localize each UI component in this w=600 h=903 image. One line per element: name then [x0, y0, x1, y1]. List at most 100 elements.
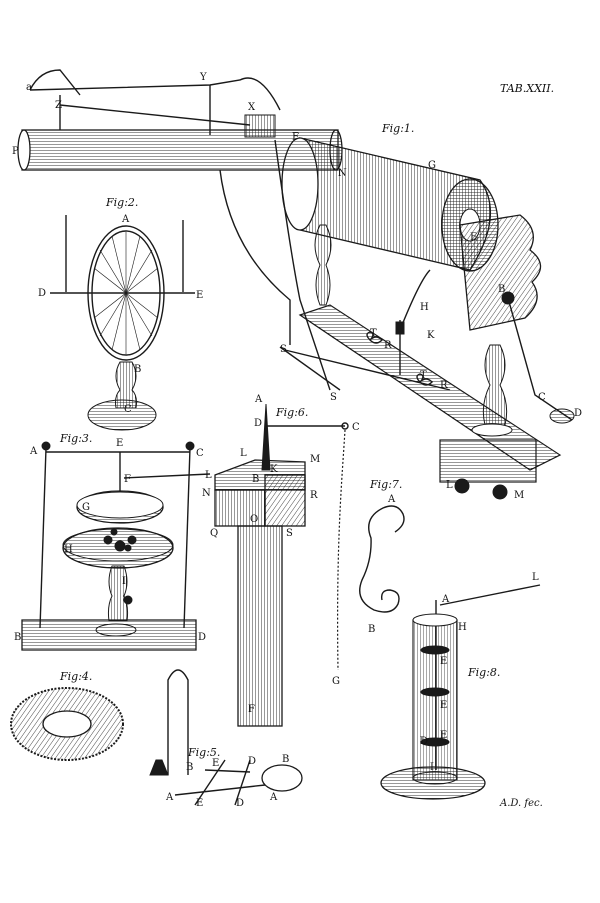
figure-5-tube-and-rods: Fig:5. B E D B A E D A [149, 669, 303, 809]
svg-text:H: H [64, 544, 73, 555]
svg-text:B: B [134, 364, 141, 375]
svg-text:D: D [198, 632, 206, 643]
svg-text:A: A [269, 792, 278, 803]
svg-text:G: G [82, 502, 90, 513]
svg-text:B: B [368, 624, 375, 635]
svg-text:H: H [420, 302, 429, 313]
cylinder-pillar [314, 224, 332, 306]
end-pedestal [482, 344, 508, 426]
svg-text:L: L [532, 572, 539, 583]
figure-5-labels: B E D B A E D A [165, 754, 289, 809]
svg-text:E: E [440, 700, 447, 711]
svg-text:E: E [196, 798, 203, 809]
figure-1-caption: Fig:1. [381, 122, 414, 135]
svg-text:Q: Q [210, 528, 218, 539]
figure-7-spiral: Fig:7. A B [359, 478, 405, 635]
figure-8-caption: Fig:8. [467, 666, 500, 679]
svg-text:C: C [352, 422, 360, 433]
pillar-column [237, 525, 283, 727]
svg-text:T: T [370, 328, 377, 339]
figure-7-labels: A B [368, 494, 396, 635]
figure-3-plates-frame: Fig:3. A E C F L G H I B D [14, 432, 212, 651]
svg-text:C: C [124, 404, 132, 415]
svg-text:L: L [240, 448, 247, 459]
svg-text:X: X [248, 102, 256, 113]
svg-text:O: O [250, 514, 258, 525]
svg-text:Y: Y [199, 72, 207, 83]
svg-text:A: A [254, 394, 263, 405]
figure-2-caption: Fig:2. [105, 196, 138, 209]
svg-text:I: I [430, 762, 434, 773]
figure-2-labels: A D E B C [38, 214, 203, 415]
svg-text:L: L [446, 480, 453, 491]
svg-text:D: D [248, 756, 256, 767]
svg-text:F: F [124, 474, 131, 485]
spiral-conductor [359, 505, 405, 613]
svg-text:N: N [338, 168, 347, 179]
figure-1-electrical-machine: Fig:1. [12, 69, 582, 501]
svg-text:A: A [165, 792, 174, 803]
bent-tube [167, 669, 189, 775]
figure-4-ring: Fig:4. [10, 670, 124, 761]
hanging-chain [337, 429, 346, 671]
curved-arm-right [274, 139, 331, 391]
base-wheel-l [454, 478, 470, 494]
svg-text:F: F [248, 704, 255, 715]
curved-arm-left [219, 169, 291, 345]
svg-text:E: E [440, 656, 447, 667]
svg-text:B: B [498, 284, 505, 295]
svg-text:E: E [470, 232, 477, 243]
svg-text:C: C [196, 448, 204, 459]
svg-text:D: D [574, 408, 582, 419]
ring-hole [42, 710, 92, 738]
svg-text:A: A [29, 446, 38, 457]
figure-7-caption: Fig:7. [369, 478, 402, 491]
svg-text:A: A [441, 594, 450, 605]
svg-text:N: N [202, 488, 211, 499]
base-wheel-m [492, 484, 508, 500]
svg-text:G: G [332, 676, 340, 687]
svg-text:K: K [427, 330, 435, 341]
svg-text:K: K [270, 464, 278, 475]
svg-text:S: S [330, 392, 337, 403]
svg-text:D: D [38, 288, 46, 299]
end-frame [459, 214, 542, 331]
machine-base-block [439, 439, 537, 483]
figure-6-labels: A D C L K M N R B Q O S F G [202, 394, 360, 715]
svg-text:I: I [122, 576, 126, 587]
svg-text:C: C [538, 392, 546, 403]
svg-text:A: A [387, 494, 396, 505]
figure-3-caption: Fig:3. [59, 432, 92, 445]
svg-text:a: a [26, 82, 32, 93]
svg-text:D: D [420, 736, 428, 747]
svg-text:E: E [196, 290, 203, 301]
svg-text:B: B [252, 474, 259, 485]
svg-text:P: P [12, 146, 19, 157]
svg-text:F: F [292, 132, 299, 143]
figure-8-cylinder-vessel: Fig:8. L A H E E E D I [380, 572, 541, 800]
svg-text:T: T [420, 370, 427, 381]
svg-text:R: R [384, 340, 392, 351]
figure-6-caption: Fig:6. [275, 406, 308, 419]
svg-text:S: S [280, 344, 287, 355]
svg-text:L: L [205, 470, 212, 481]
svg-text:D: D [254, 418, 262, 429]
figure-8-labels: L A H E E E D I [420, 572, 539, 773]
glass-cylinder-vessel [412, 619, 458, 781]
figure-1-labels: a Y Z X P F G N E H K B S S T R T R C D … [12, 72, 582, 501]
engraver-signature: A.D. fec. [499, 798, 543, 809]
figure-2-oval-wheel: Fig:2. A D E B C [38, 196, 203, 431]
svg-text:R: R [310, 490, 318, 501]
svg-text:R: R [440, 380, 448, 391]
plate-title: TAB.XXII. [500, 82, 554, 95]
figure-3-labels: A E C F L G H I B D [14, 438, 212, 643]
prime-conductor [21, 129, 339, 171]
svg-text:B: B [282, 754, 289, 765]
figure-6-pillar: Fig:6. A D C L K M N R B Q O S F G [202, 394, 360, 727]
svg-text:S: S [286, 528, 293, 539]
figure-5-caption: Fig:5. [187, 746, 220, 759]
svg-text:B: B [14, 632, 21, 643]
svg-text:Z: Z [55, 100, 62, 111]
svg-text:E: E [440, 730, 447, 741]
svg-text:E: E [212, 758, 219, 769]
